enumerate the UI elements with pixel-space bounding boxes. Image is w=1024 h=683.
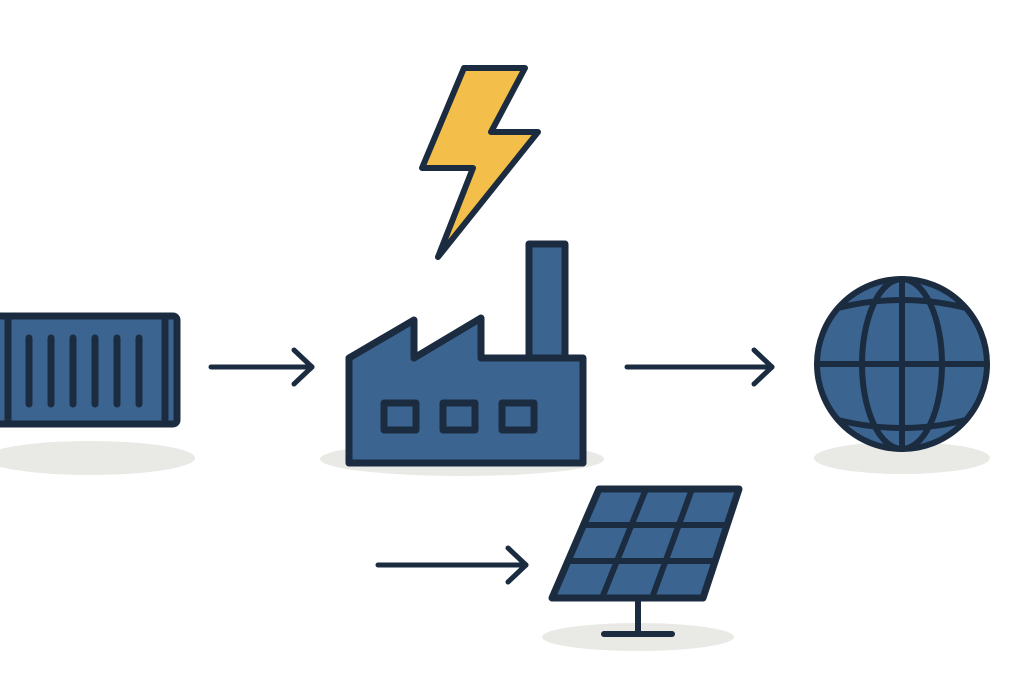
globe-shadow: [814, 442, 990, 474]
factory-window: [380, 399, 420, 434]
container-to-factory-arrow: [208, 347, 315, 387]
solar-panel-grid: [565, 486, 730, 601]
factory-to-globe-arrow: [624, 347, 775, 387]
factory-chimney: [525, 240, 569, 368]
factory-window: [439, 399, 479, 434]
ground-shadows: [0, 441, 990, 651]
lightning-bolt-icon: [419, 65, 541, 260]
shipping-container-icon: [0, 312, 181, 428]
factory-icon: [345, 240, 587, 467]
solar-panel-frame: [548, 485, 743, 602]
globe-icon: [814, 276, 990, 452]
solar-panel-icon: [548, 485, 743, 637]
container-shadow: [0, 441, 195, 475]
input-to-solar-panel-arrow: [375, 545, 529, 585]
factory-window: [498, 399, 538, 434]
